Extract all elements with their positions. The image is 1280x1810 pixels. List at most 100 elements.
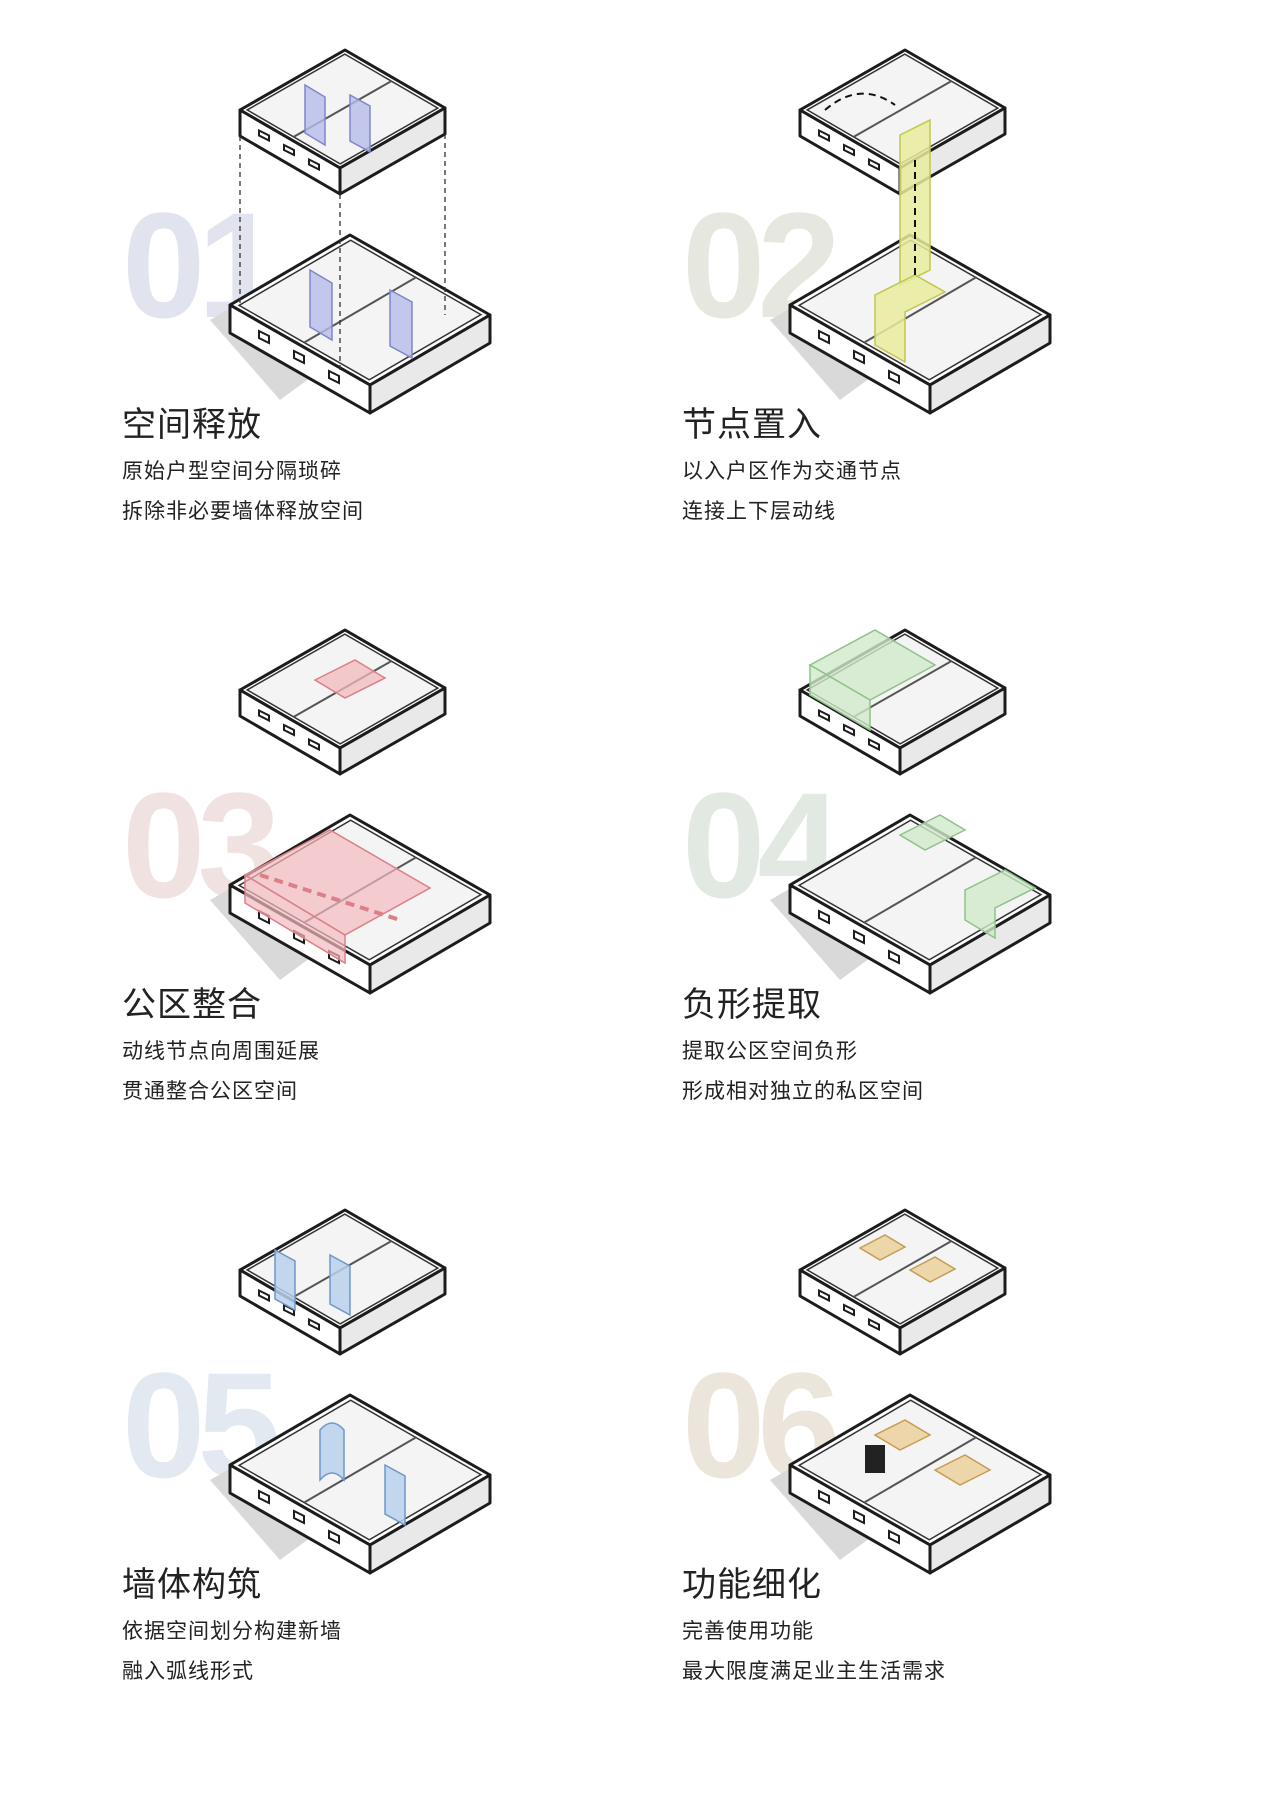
window [258,128,270,143]
highlight-group [274,1248,406,1527]
window [843,1303,855,1317]
extension-arrow [259,873,401,922]
window [853,349,865,365]
wall-face-right [928,313,1052,415]
axonometric-diagram [210,628,492,995]
step-description-line: 连接上下层动线 [682,499,836,523]
curved-wall [319,1422,345,1483]
step-title: 墙体构筑 [122,1565,262,1605]
window [283,143,295,157]
furniture-block [873,1419,932,1451]
window [818,909,830,925]
highlight-group [243,659,432,965]
public-zone-upper [313,659,387,699]
wall-face-right [368,893,492,995]
wall-face-right [338,686,447,776]
window [328,369,340,385]
highlight-group [824,92,947,364]
step-panel-05: 05 墙体构筑 依据空间划分构建新墙 融入弧线形式 [100,1200,660,1780]
upper-floor [238,628,447,776]
step-panel-04: 04 负形提取 提取公区空间负形 形成相对独立的私区空间 [660,620,1220,1200]
step-description-line: 依据空间划分构建新墙 [122,1619,342,1643]
window [293,1509,305,1525]
highlight-group [858,1234,992,1486]
tv-panel [865,1445,885,1473]
partition-wall [853,80,952,138]
step-description-line: 最大限度满足业主生活需求 [682,1659,946,1683]
new-wall [384,1463,406,1527]
step-title: 负形提取 [682,985,822,1025]
axonometric-diagram [770,628,1052,995]
step-description-line: 贯通整合公区空间 [122,1079,298,1103]
wall-face-right [898,1266,1007,1356]
step-panel-03: 03 公区整合 动线节点向周围延展 贯通整合公区空间 [100,620,660,1200]
step-title: 公区整合 [122,985,262,1025]
window [258,1489,270,1505]
private-volume [964,869,1037,940]
axonometric-diagram [770,48,1052,415]
window [308,1317,320,1332]
window [258,1288,270,1303]
window [853,929,865,945]
removed-wall [309,268,333,342]
step-description-line: 形成相对独立的私区空间 [682,1079,924,1103]
public-zone-wall [244,873,346,965]
step-title: 节点置入 [682,405,822,445]
lower-floor [228,233,492,415]
step-description-line: 提取公区空间负形 [682,1039,858,1063]
upper-floor [798,1208,1007,1356]
axonometric-diagram [770,1208,1052,1575]
partition-wall [303,1436,417,1504]
window [868,1317,880,1332]
step-description-line: 融入弧线形式 [122,1659,254,1683]
removed-wall [349,93,371,154]
movement-path [824,92,896,111]
window [818,128,830,143]
lower-floor [788,1393,1052,1575]
wall-face-right [368,1473,492,1575]
window [843,143,855,157]
step-description-line: 动线节点向周围延展 [122,1039,320,1063]
step-description-line: 原始户型空间分隔琐碎 [122,459,342,483]
private-volume [898,814,967,851]
window [818,708,830,723]
window [258,329,270,345]
wall-face-right [368,313,492,415]
step-panel-02: 02 节点置入 以入户区作为交通节点 连接上下层动线 [660,40,1220,620]
window [308,157,320,172]
wall-face-right [928,1473,1052,1575]
new-wall [329,1253,351,1317]
step-title: 空间释放 [122,405,262,445]
step-description-line: 拆除非必要墙体释放空间 [122,499,364,523]
window [258,708,270,723]
step-description-line: 完善使用功能 [682,1619,814,1643]
furniture-block [858,1234,907,1261]
highlight-group [239,83,446,370]
step-panel-01: 01 空间释放 原始户型空间分隔琐碎 拆除非必要墙体释放空间 [100,40,660,620]
window [308,737,320,752]
window [888,949,900,965]
window [853,1509,865,1525]
private-volume [809,663,871,732]
lower-floor [228,1393,492,1575]
window [843,723,855,737]
removed-wall [389,288,413,360]
window [283,723,295,737]
upper-floor [238,48,447,196]
partition-wall [853,1240,952,1298]
window [818,1489,830,1505]
wall-face-right [928,893,1052,995]
axonometric-diagram [210,1208,492,1575]
partition-wall [863,856,977,924]
highlight-group [808,629,1037,940]
new-wall [274,1248,296,1312]
window [293,349,305,365]
window [868,737,880,752]
wall-face-right [898,686,1007,776]
step-title: 功能细化 [682,1565,822,1605]
step-description-line: 以入户区作为交通节点 [682,459,902,483]
partition-wall [863,1436,977,1504]
axonometric-diagram [210,48,492,415]
window [888,369,900,385]
step-panel-06: 06 功能细化 完善使用功能 最大限度满足业主生活需求 [660,1200,1220,1780]
